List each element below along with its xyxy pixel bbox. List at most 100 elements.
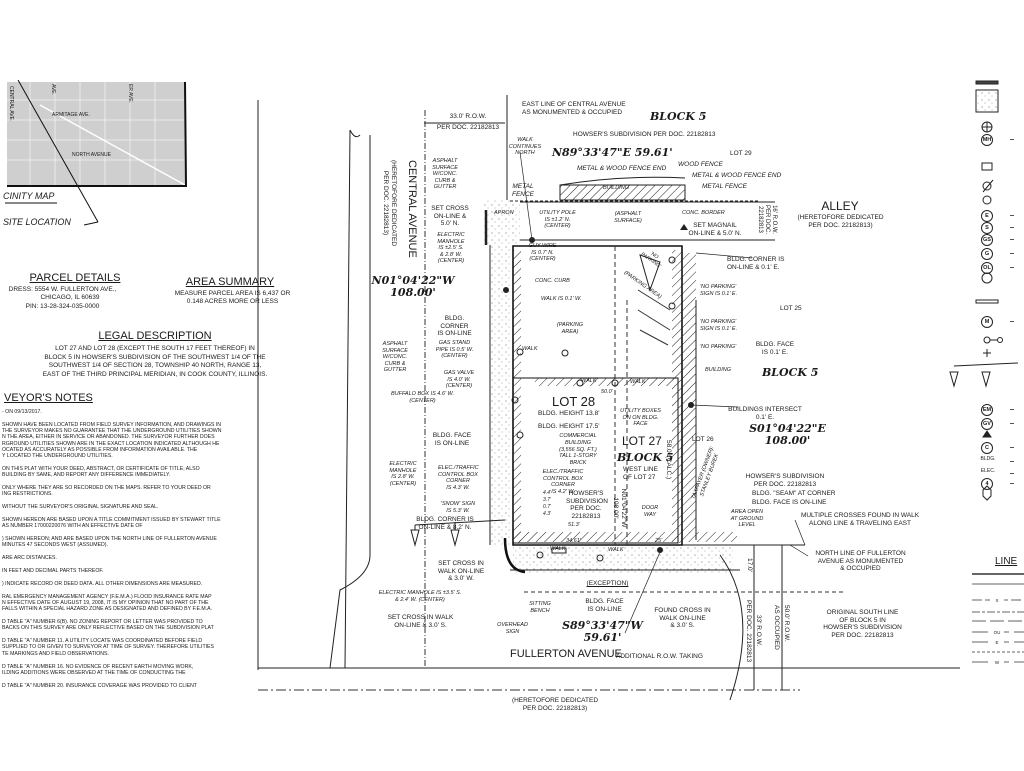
electric-manhole-label: ELECTRIC MANHOLE IS ±2.5' S. & 2.8' W. (… (437, 232, 465, 264)
dimension-label: 25' (655, 538, 663, 544)
block-label: BLOCK 5 (762, 366, 819, 379)
fence-label: WOOD FENCE (678, 161, 723, 168)
surveyor-note: RAL EMERGENCY MANAGEMENT AGENCY (F.E.M.A… (2, 593, 213, 613)
legend-symbol-gv-icon: GV (981, 418, 993, 430)
alley-label: ALLEY (821, 199, 859, 213)
apron-label: APRON (494, 210, 514, 216)
surveyor-note: D TABLE "A" NUMBER 20. INSURANCE COVERAG… (2, 682, 198, 689)
conc-curb-label: CONC. CURB (535, 278, 570, 284)
walk-label: WALK (630, 379, 646, 385)
building-label: BUILDING (705, 367, 731, 373)
legend-dash (1010, 239, 1014, 240)
bldg-face-label: BLDG. FACE IS 0.1' E. (755, 341, 795, 356)
bldg-face-label: BLDG. FACE IS ON-LINE (585, 598, 624, 613)
surveyor-note: SHOWN HAVE BEEN LOCATED FROM FIELD SURVE… (2, 421, 222, 460)
vicinity-street: AVE. (50, 84, 56, 96)
legend-dash (1010, 321, 1014, 322)
as-occupied-label: AS OCCUPIED (773, 605, 780, 650)
inner-bearing-label: N01°04'22"W 108.00' (612, 488, 628, 528)
asphalt-label: ASPHALT SURFACE W/CONC. CURB & GUTTER (382, 341, 408, 373)
bldg-height-label: BLDG. HEIGHT 17.5' (538, 423, 600, 430)
vicinity-street-armitage: ARMITAGE AVE. (52, 112, 90, 118)
found-cross-label: FOUND CROSS IN WALK ON-LINE & 3.0' S. (654, 607, 711, 629)
walk-label: WALK (581, 378, 597, 384)
legend-dash (1010, 473, 1014, 474)
per-doc-label: PER DOC. 22182813 (436, 124, 500, 131)
legend-symbol-gs-icon: GS (981, 234, 993, 246)
legend-line-sample-label: x (990, 597, 1004, 603)
fence-label: METAL & WOOD FENCE END (577, 165, 667, 172)
dimension-label: 58.0' (CALC.) (665, 440, 672, 480)
legend-dash (1010, 139, 1014, 140)
surveyor-note: D TABLE "A" NUMBER 6(B). NO ZONING REPOR… (2, 619, 214, 632)
legend-line-sample-label: W (990, 659, 1004, 665)
bldg-seam-label: BLDG. "SEAM" AT CORNER (752, 490, 836, 497)
legend-symbol-ol-icon: OL (981, 262, 993, 274)
no-parking-label: 'NO PARKING' (700, 344, 737, 350)
north-line-fullerton-label: NORTH LINE OF FULLERTON AVENUE AS MONUME… (815, 550, 906, 572)
surveyor-note: ) SHOWN HEREON; AND ARE BASED UPON THE N… (2, 536, 217, 549)
legend-dash (1010, 215, 1014, 216)
bldg-face-label: BLDG. FACE IS ON-LINE (432, 432, 472, 447)
legend-symbols (949, 80, 1019, 501)
lot-25-label: LOT 25 (780, 305, 802, 312)
set-cross-label: SET CROSS ON-LINE & 5.0' N. (431, 205, 469, 227)
bldg-corner-label: BLDG. CORNER IS ON-LINE (437, 315, 472, 337)
legal-description-text: LOT 27 AND LOT 28 (EXCEPT THE SOUTH 17 F… (42, 345, 268, 378)
surveyor-note: SHOWN HEREON ARE BASED UPON A TITLE COMM… (2, 517, 221, 530)
walk-label: WALK (522, 346, 538, 352)
legend-dash (1010, 461, 1014, 462)
parcel-details-title: PARCEL DETAILS (29, 272, 121, 284)
legal-description-title: LEGAL DESCRIPTION (98, 330, 212, 342)
overhead-sign-label: OVERHEAD SIGN (497, 622, 528, 635)
walk-label: WALK (550, 546, 566, 552)
fullerton-dedicated-label: (HERETOFORE DEDICATED PER DOC. 22182813) (511, 697, 599, 712)
subdivision-label: HOWSER'S SUBDIVISION PER DOC. 22182813 (745, 473, 825, 488)
dimension-label: 17.0' (746, 558, 753, 572)
legend-line-samples (972, 573, 1024, 663)
legend-symbol-c-icon: C (981, 442, 993, 454)
walk-label: WALK (608, 547, 624, 553)
dimension-label: 51.3' (568, 522, 580, 528)
per-doc-label: PER DOC. 22182813 (745, 600, 752, 663)
central-avenue-label: CENTRAL AVENUE (406, 160, 418, 258)
legend-symbol-bldg-icon: BLDG. (980, 456, 996, 462)
legend-dash (1010, 483, 1014, 484)
commercial-building-label: COMMERCIAL BUILDING (3,556 SQ. FT.) TALL… (559, 433, 597, 467)
utility-boxes-label: UTILITY BOXES ON ON BLDG. FACE (620, 408, 661, 427)
lot-26-label: LOT 26 (692, 436, 714, 443)
east-bearing-label: S01°04'22"E 108.00' (749, 422, 826, 447)
site-location-label: SITE LOCATION (3, 217, 71, 227)
area-open-label: AREA OPEN AT GROUND LEVEL (730, 509, 764, 528)
row-label: 33.0' R.O.W. (449, 113, 487, 120)
legend-symbol-g-icon: G (981, 248, 993, 260)
legend-dash (1010, 447, 1014, 448)
door-way-label: DOOR WAY (641, 505, 659, 518)
legend-dash (1010, 253, 1014, 254)
fence-label: METAL FENCE (702, 183, 747, 190)
electric-manhole-label: ELECTRIC MANHOLE IS 2.8' W. (CENTER) (389, 461, 417, 487)
original-south-line-label: ORIGINAL SOUTH LINE OF BLOCK 5 IN HOWSER… (823, 609, 902, 639)
subdivision-label: HOWSER'S SUBDIVISION PER DOC. 22182813 (566, 490, 608, 520)
surveyors-notes-title: VEYOR'S NOTES (4, 392, 93, 404)
utility-pole-label: UTILITY POLE IS ±1.2' N. (CENTER) (539, 210, 576, 229)
dimension-label: 34.61' (566, 538, 581, 544)
bldg-height-label: BLDG. HEIGHT 13.8' (538, 410, 600, 417)
subdivision-label: HOWSER'S SUBDIVISION PER DOC. 22182813 (573, 131, 716, 138)
legend-dash (1010, 423, 1014, 424)
fence-label: METAL & WOOD FENCE END (692, 172, 782, 179)
gas-valve-label: GAS VALVE IS 4.0' W. (CENTER) (443, 370, 475, 389)
legend-symbol-elec-icon: ELEC. (980, 468, 996, 474)
sitting-bench-label: SITTING BENCH (529, 601, 551, 614)
parking-area-label: (PARKING AREA) (556, 322, 584, 335)
asphalt-surface-label: (ASPHALT SURFACE) (614, 211, 642, 224)
block-label: BLOCK 5 (650, 110, 707, 123)
parcel-city: CHICAGO, IL 60639 (40, 294, 100, 301)
dimension-label: 50.0' (601, 389, 613, 395)
legend-symbol-s-icon: S (981, 222, 993, 234)
bldg-corner-label: BLDG. CORNER IS ON-LINE & 8.2' N. (416, 516, 474, 531)
additional-row-label: ADDITIONAL R.O.W. TAKING (616, 653, 703, 660)
west-line-lot27-label: WEST LINE OF LOT 27 (623, 466, 658, 481)
surveyor-note: ONLY WHERE THEY ARE SO RECORDED ON THE M… (2, 485, 211, 498)
